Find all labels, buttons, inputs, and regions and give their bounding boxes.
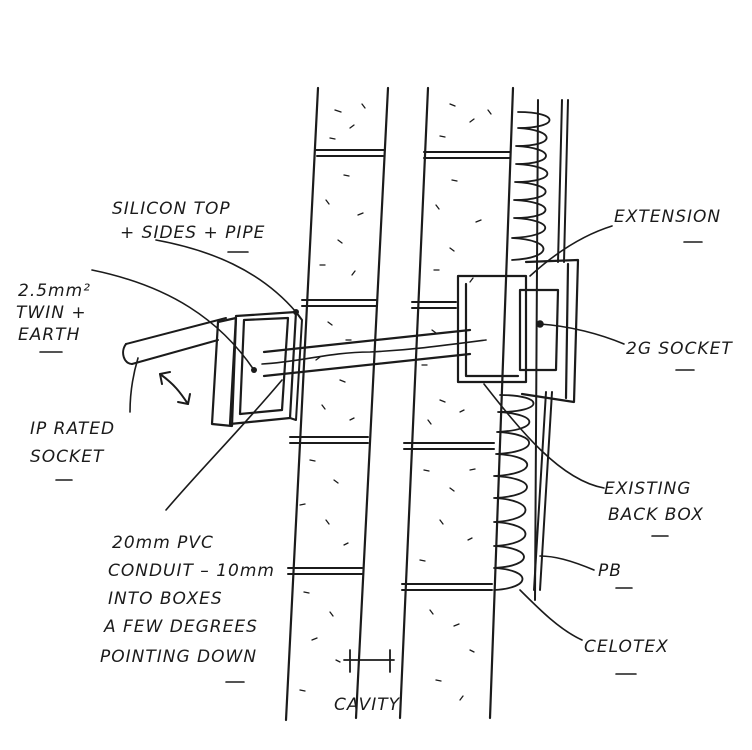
label-celotex: CELOTEX xyxy=(584,637,669,657)
ip-rated-socket xyxy=(210,309,303,428)
outer-brick-texture xyxy=(299,103,366,692)
label-conduit-4: A FEW DEGREES xyxy=(103,617,258,637)
rotation-arrow xyxy=(159,371,191,405)
label-socket-1: IP RATED xyxy=(30,419,115,439)
label-conduit-1: 20mm PVC xyxy=(112,533,214,553)
label-cable-2: TWIN + xyxy=(16,303,87,323)
label-socket-2: SOCKET xyxy=(30,447,105,467)
label-underlines xyxy=(39,241,703,683)
twin-earth-cable xyxy=(122,317,227,365)
label-conduit-3: INTO BOXES xyxy=(108,589,223,609)
label-backbox-2: BACK BOX xyxy=(608,505,704,525)
label-2g-socket: 2G SOCKET xyxy=(626,339,733,359)
celotex-insulation xyxy=(493,99,551,601)
label-cable-1: 2.5mm² xyxy=(18,281,91,301)
plasterboard xyxy=(533,99,569,591)
label-conduit-2: CONDUIT – 10mm xyxy=(108,561,275,581)
label-conduit-5: POINTING DOWN xyxy=(100,647,257,667)
outer-brick-leaf xyxy=(284,86,390,722)
leader-lines xyxy=(91,225,625,641)
back-box-assembly xyxy=(456,258,580,404)
label-silicon-2: + SIDES + PIPE xyxy=(120,223,265,243)
label-backbox-1: EXISTING xyxy=(604,479,691,499)
inner-block-leaf xyxy=(398,86,515,720)
inner-block-texture xyxy=(419,103,492,701)
label-pb: PB xyxy=(598,561,622,581)
label-cable-3: EARTH xyxy=(18,325,80,345)
label-silicon-1: SILICON TOP xyxy=(112,199,231,219)
cavity-dimension xyxy=(343,649,395,673)
label-cavity: CAVITY xyxy=(334,695,401,715)
label-extension: EXTENSION xyxy=(614,207,721,227)
